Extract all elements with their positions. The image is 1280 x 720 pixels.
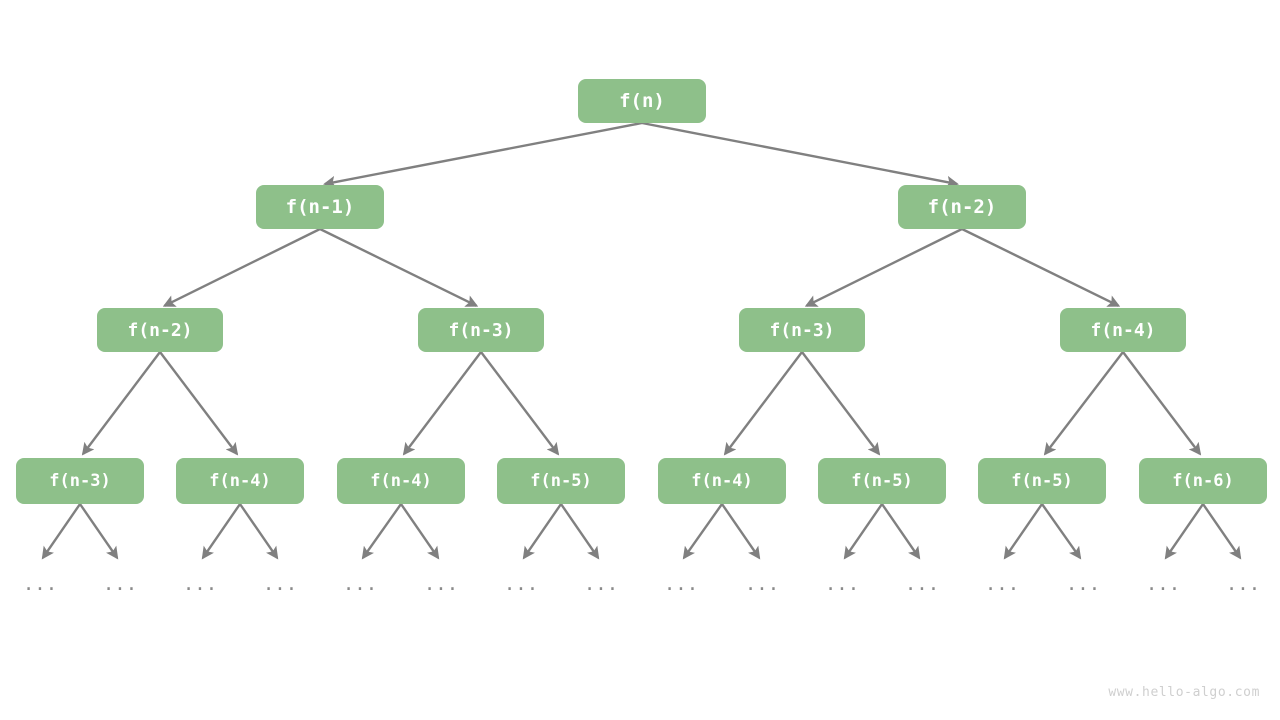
tree-edge [323, 121, 643, 189]
leaf-edge [1003, 503, 1043, 560]
leaf-edge [522, 503, 562, 560]
tree-edge [162, 227, 321, 307]
tree-node: f(n-5) [497, 458, 625, 504]
tree-node: f(n-5) [818, 458, 946, 504]
ellipsis-marker: ... [102, 573, 138, 595]
leaf-edge [682, 503, 723, 560]
tree-node: f(n-2) [898, 185, 1026, 229]
leaf-edge [721, 503, 761, 560]
ellipsis-marker: ... [904, 573, 940, 595]
tree-node: f(n-4) [1060, 308, 1186, 352]
tree-edge [319, 227, 479, 307]
tree-node: f(n-3) [739, 308, 865, 352]
leaf-edge [1164, 503, 1204, 560]
tree-edge [159, 351, 239, 456]
tree-edge [723, 351, 803, 456]
tree-edge [480, 351, 560, 456]
ellipsis-marker: ... [342, 573, 378, 595]
leaf-edge [560, 503, 600, 560]
leaf-edge [41, 503, 81, 560]
watermark: www.hello-algo.com [1108, 685, 1260, 700]
ellipsis-marker: ... [1145, 573, 1181, 595]
leaf-edge [201, 503, 241, 560]
tree-edge [804, 227, 963, 307]
ellipsis-marker: ... [1065, 573, 1101, 595]
tree-edge [801, 351, 881, 456]
ellipsis-marker: ... [1225, 573, 1261, 595]
ellipsis-marker: ... [22, 573, 58, 595]
tree-edge [1043, 351, 1124, 456]
tree-edge [402, 351, 482, 456]
leaf-edge [843, 503, 883, 560]
tree-node: f(n-4) [658, 458, 786, 504]
tree-node: f(n-3) [16, 458, 144, 504]
leaf-edge [400, 503, 440, 560]
leaf-edge [361, 503, 402, 560]
ellipsis-marker: ... [182, 573, 218, 595]
tree-node: f(n-3) [418, 308, 544, 352]
leaf-edge [1041, 503, 1082, 560]
ellipsis-marker: ... [744, 573, 780, 595]
ellipsis-marker: ... [423, 573, 459, 595]
tree-edge [641, 121, 959, 189]
tree-node: f(n-2) [97, 308, 223, 352]
ellipsis-marker: ... [824, 573, 860, 595]
tree-node: f(n-4) [337, 458, 465, 504]
ellipsis-marker: ... [663, 573, 699, 595]
ellipsis-marker: ... [583, 573, 619, 595]
tree-node: f(n) [578, 79, 706, 123]
tree-node: f(n-6) [1139, 458, 1267, 504]
leaf-edge [881, 503, 921, 560]
tree-node: f(n-4) [176, 458, 304, 504]
leaf-edge [239, 503, 279, 560]
leaf-edge [1202, 503, 1242, 560]
tree-node: f(n-5) [978, 458, 1106, 504]
ellipsis-marker: ... [262, 573, 298, 595]
tree-edge [961, 227, 1121, 307]
tree-edge [81, 351, 161, 456]
ellipsis-marker: ... [984, 573, 1020, 595]
tree-node: f(n-1) [256, 185, 384, 229]
tree-edge [1122, 351, 1202, 456]
leaf-edge [79, 503, 119, 560]
ellipsis-marker: ... [503, 573, 539, 595]
